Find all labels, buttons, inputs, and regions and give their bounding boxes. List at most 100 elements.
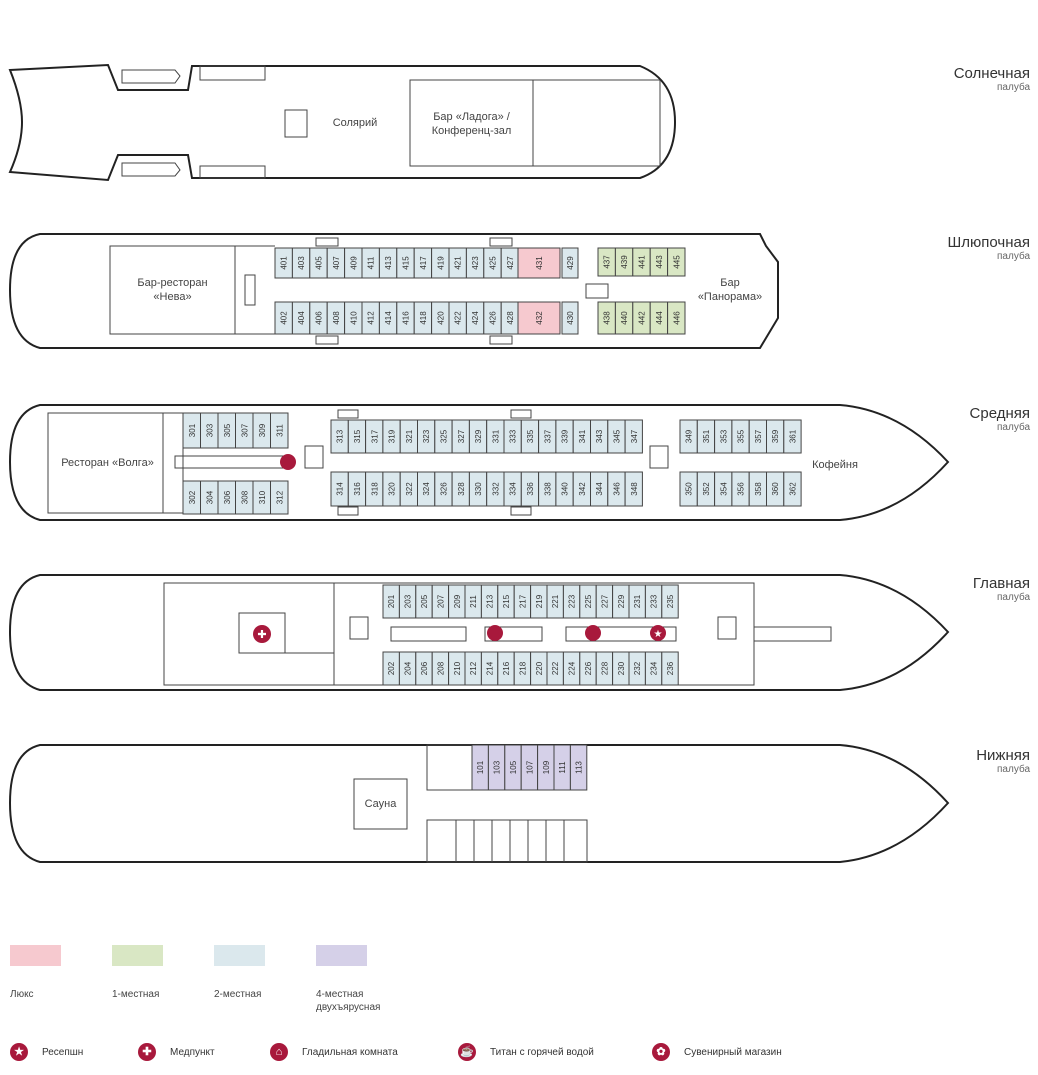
bar-neva-label-2: «Нева» bbox=[153, 291, 192, 303]
cabin-number-429: 429 bbox=[566, 256, 575, 270]
cabin-number-342: 342 bbox=[578, 482, 587, 496]
cabin-number-356: 356 bbox=[737, 482, 746, 496]
solarium-label: Солярий bbox=[332, 117, 378, 129]
cabin-number-113: 113 bbox=[575, 761, 584, 774]
cabin-number-403: 403 bbox=[297, 256, 306, 270]
cabin-number-205: 205 bbox=[420, 594, 429, 608]
cabin-312[interactable] bbox=[270, 480, 289, 515]
cabin-113[interactable] bbox=[569, 744, 588, 791]
cabin-number-340: 340 bbox=[561, 482, 570, 496]
cabin-number-225: 225 bbox=[584, 594, 593, 608]
cabin-number-219: 219 bbox=[535, 594, 544, 608]
cabin-431[interactable] bbox=[517, 247, 561, 279]
cabin-number-228: 228 bbox=[600, 661, 609, 675]
cabin-number-422: 422 bbox=[454, 311, 463, 325]
cabin-number-424: 424 bbox=[471, 311, 480, 325]
cabin-number-355: 355 bbox=[737, 429, 746, 443]
cabin-number-420: 420 bbox=[436, 311, 445, 325]
svg-text:✚: ✚ bbox=[257, 629, 266, 641]
reception-icon: ★ bbox=[10, 1043, 28, 1061]
cabin-number-442: 442 bbox=[638, 311, 647, 325]
cabin-number-103: 103 bbox=[493, 760, 502, 774]
cabin-number-324: 324 bbox=[422, 482, 431, 496]
deck-title-boat: Шлюпочная палуба bbox=[947, 234, 1030, 263]
cabin-number-440: 440 bbox=[620, 311, 629, 325]
cabin-number-227: 227 bbox=[600, 594, 609, 608]
cabin-number-322: 322 bbox=[405, 482, 414, 496]
cabin-362[interactable] bbox=[783, 471, 802, 507]
cabin-number-408: 408 bbox=[332, 311, 341, 325]
cabin-number-216: 216 bbox=[502, 661, 511, 675]
cabin-number-232: 232 bbox=[633, 661, 642, 675]
cabin-number-111: 111 bbox=[558, 761, 567, 774]
main-deck-outline bbox=[8, 574, 950, 691]
cabin-number-331: 331 bbox=[491, 429, 500, 443]
cabin-number-404: 404 bbox=[297, 311, 306, 325]
cabin-number-413: 413 bbox=[384, 256, 393, 270]
cabin-235[interactable] bbox=[661, 584, 679, 619]
cabin-number-204: 204 bbox=[404, 661, 413, 675]
cabin-number-329: 329 bbox=[474, 429, 483, 443]
cabin-number-221: 221 bbox=[551, 594, 560, 608]
cabin-number-446: 446 bbox=[672, 311, 681, 325]
cabin-number-361: 361 bbox=[788, 429, 797, 443]
cabin-number-208: 208 bbox=[436, 661, 445, 675]
legend-swatch-quad bbox=[316, 945, 367, 966]
bar-panorama-label-2: «Панорама» bbox=[697, 291, 763, 303]
bar-panorama-label-1: Бар bbox=[720, 277, 740, 289]
medical-icon bbox=[253, 625, 271, 643]
middle-deck-outline bbox=[8, 404, 950, 521]
cabin-number-354: 354 bbox=[719, 482, 728, 496]
cabin-number-333: 333 bbox=[509, 429, 518, 443]
cabin-number-351: 351 bbox=[702, 429, 711, 443]
medical-label: Медпункт bbox=[170, 1047, 215, 1058]
cabin-number-416: 416 bbox=[402, 311, 411, 325]
iron-icon bbox=[487, 625, 503, 641]
bar-neva-label-1: Бар-ресторан bbox=[137, 277, 208, 289]
cabin-311[interactable] bbox=[270, 412, 289, 449]
cabin-430[interactable] bbox=[561, 301, 579, 335]
cabin-number-414: 414 bbox=[384, 311, 393, 325]
cabin-number-444: 444 bbox=[655, 311, 664, 325]
cabin-number-425: 425 bbox=[489, 256, 498, 270]
cabin-429[interactable] bbox=[561, 247, 579, 279]
legend-swatch-double bbox=[214, 945, 265, 966]
cabin-number-438: 438 bbox=[603, 311, 612, 325]
cabin-236[interactable] bbox=[661, 651, 679, 686]
cabin-number-325: 325 bbox=[439, 429, 448, 443]
cabin-432[interactable] bbox=[517, 301, 561, 335]
cabin-number-417: 417 bbox=[419, 256, 428, 270]
cabin-number-339: 339 bbox=[561, 429, 570, 443]
cabin-number-303: 303 bbox=[205, 423, 214, 437]
legend-label-double: 2-местная bbox=[214, 989, 262, 1000]
cabin-348[interactable] bbox=[624, 471, 643, 507]
cabin-number-430: 430 bbox=[566, 311, 575, 325]
cabin-number-412: 412 bbox=[367, 311, 376, 325]
cabin-number-406: 406 bbox=[315, 311, 324, 325]
cabin-445[interactable] bbox=[667, 247, 686, 277]
cabin-number-350: 350 bbox=[685, 482, 694, 496]
cabin-number-345: 345 bbox=[612, 429, 621, 443]
cabin-number-418: 418 bbox=[419, 311, 428, 325]
cabin-number-212: 212 bbox=[469, 661, 478, 675]
cabin-number-415: 415 bbox=[402, 256, 411, 270]
cabin-number-348: 348 bbox=[630, 482, 639, 496]
cabin-361[interactable] bbox=[783, 419, 802, 454]
cabin-number-410: 410 bbox=[349, 311, 358, 325]
cabin-number-313: 313 bbox=[336, 429, 345, 443]
cabin-number-210: 210 bbox=[453, 661, 462, 675]
cabin-number-316: 316 bbox=[353, 482, 362, 496]
bar-ladoga-label: Бар «Ладога» / bbox=[433, 111, 510, 123]
cabin-number-330: 330 bbox=[474, 482, 483, 496]
cabin-number-359: 359 bbox=[771, 429, 780, 443]
cabin-347[interactable] bbox=[624, 419, 643, 454]
medical-icon: ✚ bbox=[138, 1043, 156, 1061]
cabin-446[interactable] bbox=[667, 301, 686, 335]
cabin-number-326: 326 bbox=[439, 482, 448, 496]
svg-text:★: ★ bbox=[654, 629, 663, 640]
gift-label: Сувенирный магазин bbox=[684, 1047, 782, 1058]
cabin-number-107: 107 bbox=[525, 760, 534, 774]
cabin-number-233: 233 bbox=[650, 594, 659, 608]
cabin-number-321: 321 bbox=[405, 429, 414, 443]
cabin-number-428: 428 bbox=[506, 311, 515, 325]
